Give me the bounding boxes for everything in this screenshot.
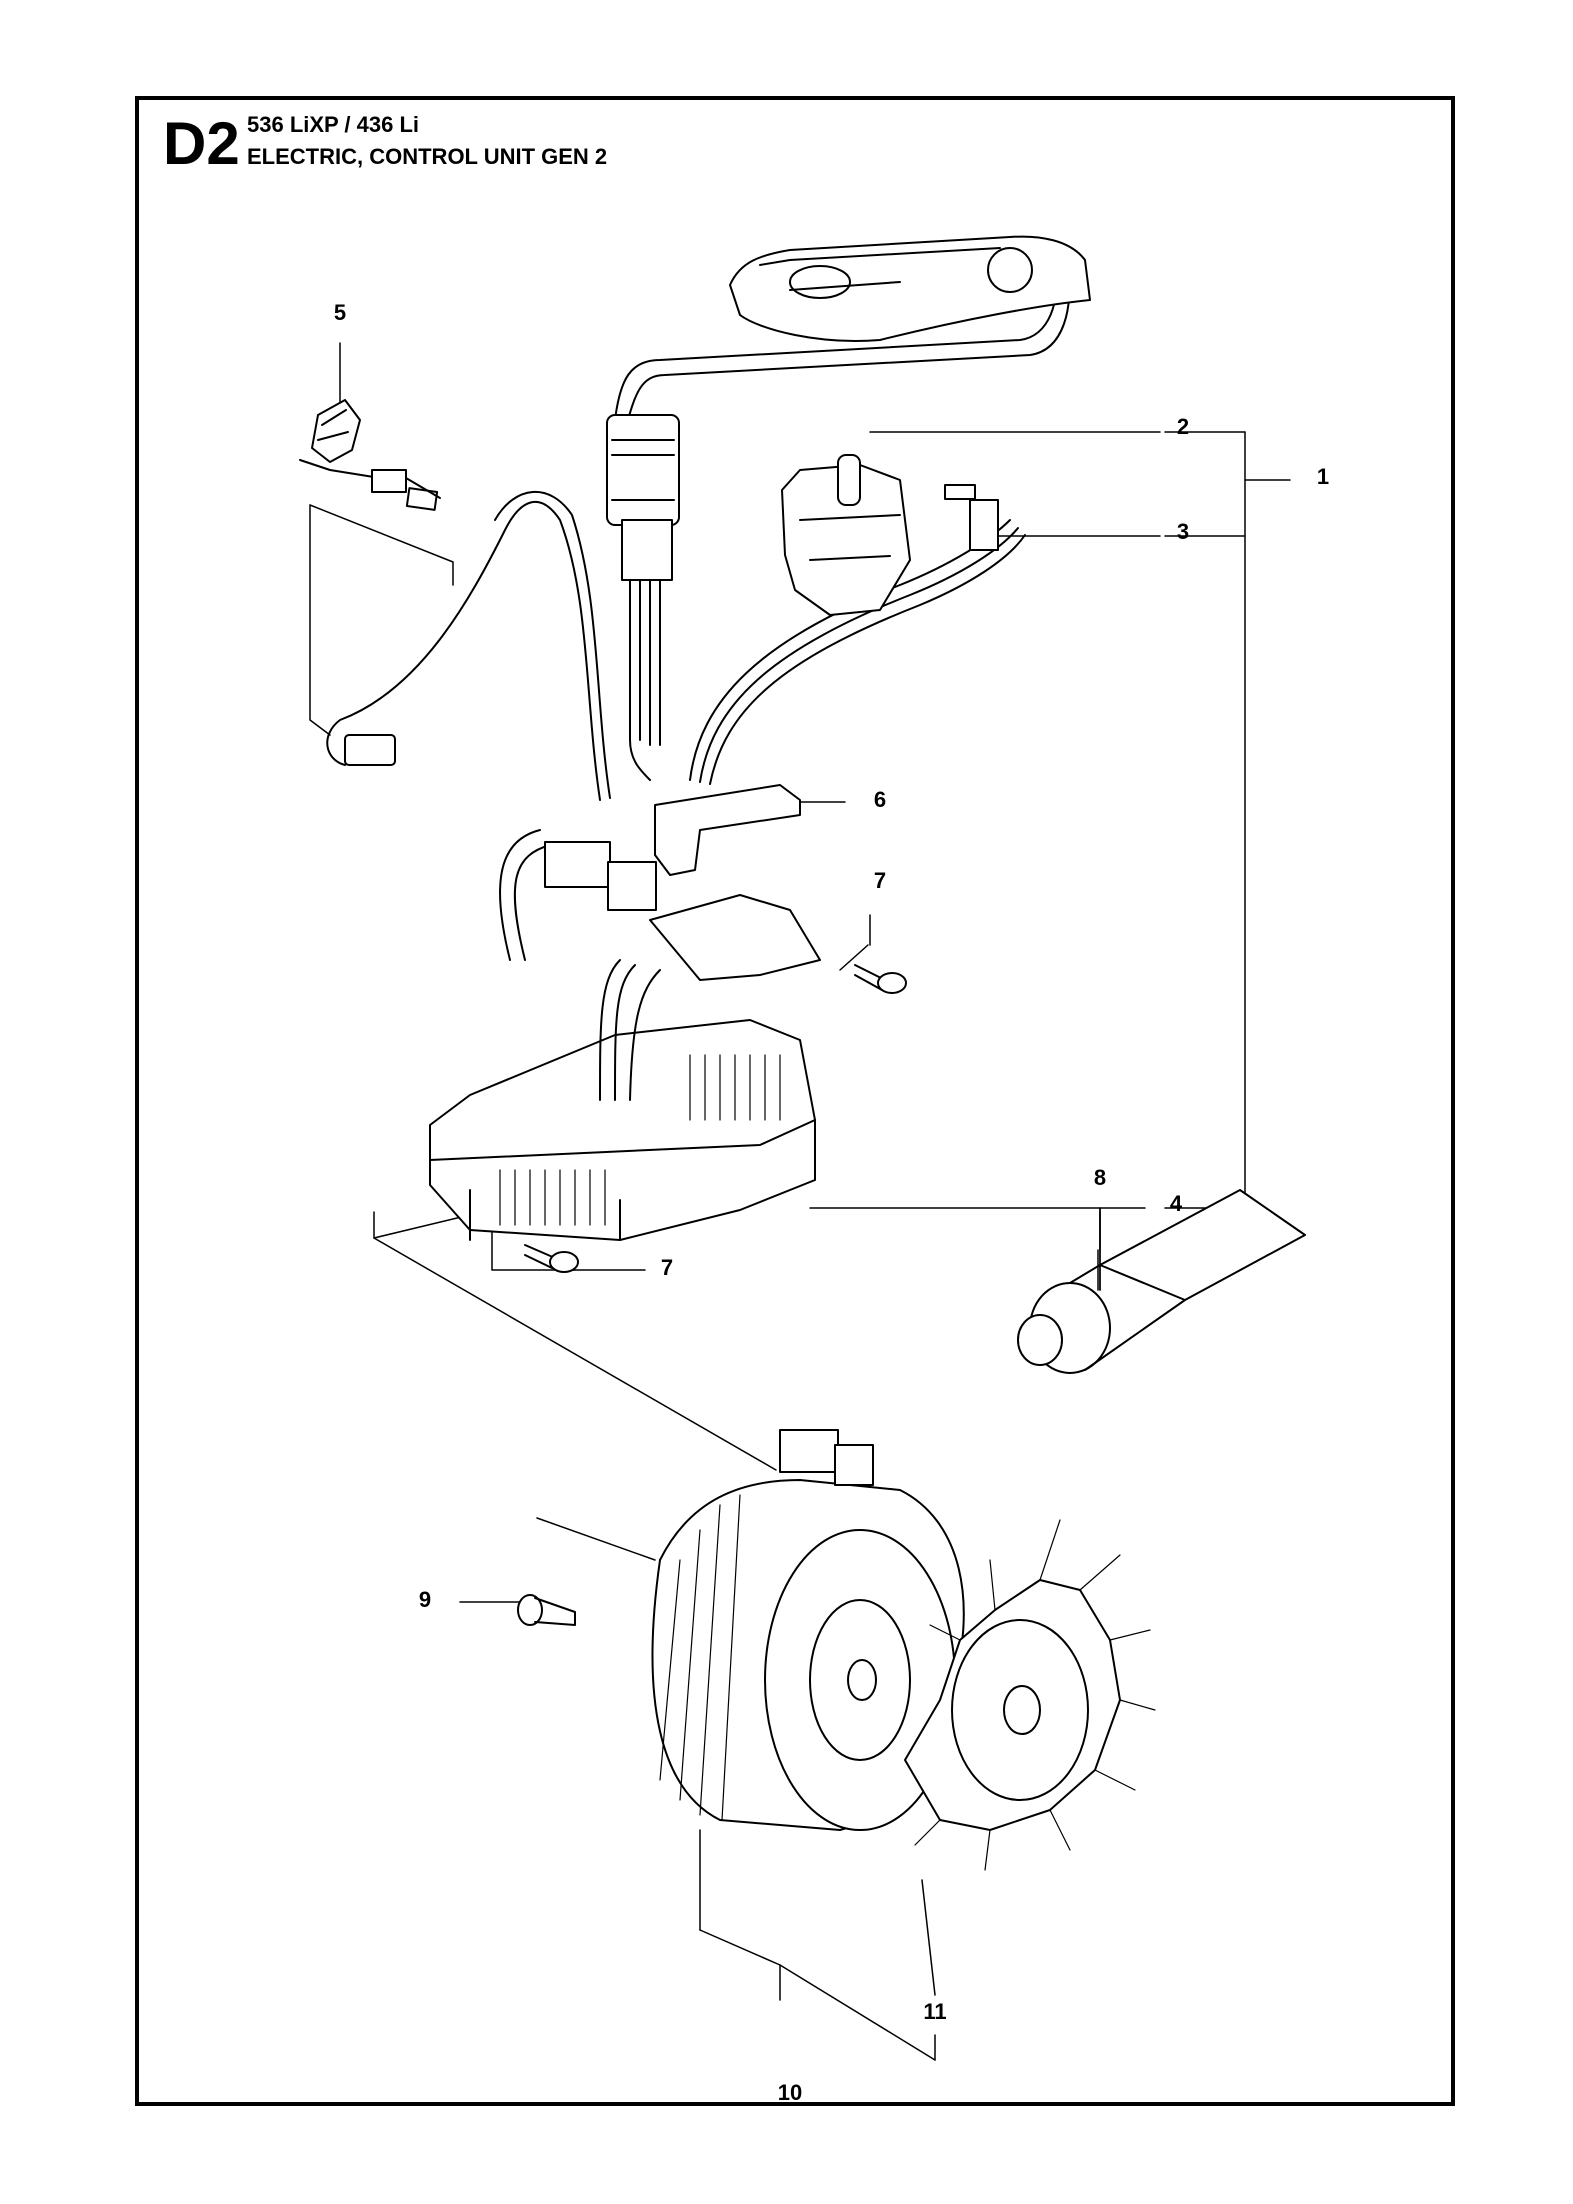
callout-8: 8 (1093, 1165, 1107, 1190)
callout-1: 1 (1316, 464, 1330, 489)
callout-2: 2 (1176, 414, 1190, 439)
part-5-connector (299, 399, 441, 511)
callout-9: 9 (418, 1587, 432, 1612)
part-7-screw-lower (524, 1244, 579, 1273)
part-7-screw-upper (854, 964, 907, 994)
callout-4: 4 (1169, 1191, 1183, 1216)
callout-11: 11 (923, 1999, 947, 2024)
section-code: D2 (163, 110, 240, 177)
part-4-control-unit (429, 829, 821, 1241)
callout-7-upper: 7 (873, 868, 887, 893)
drawing-frame (135, 96, 1455, 2106)
callout-6: 6 (873, 787, 887, 812)
part-6-connector-holder (654, 784, 801, 876)
callout-10: 10 (777, 2080, 803, 2105)
part-1-control-panel (729, 235, 1091, 342)
part-9-screw (517, 1594, 576, 1626)
part-2-trigger-switch (781, 454, 999, 616)
leader-lines (309, 342, 1291, 2061)
part-11-fan (904, 1519, 1156, 1871)
callout-3: 3 (1176, 519, 1190, 544)
part-8-grease-tube (1017, 1189, 1306, 1374)
part-1-harness (326, 269, 1071, 801)
model-title: 536 LiXP / 436 Li (247, 112, 420, 137)
callout-7-lower: 7 (660, 1255, 674, 1280)
callout-5: 5 (333, 300, 347, 325)
section-subtitle: ELECTRIC, CONTROL UNIT GEN 2 (247, 144, 608, 169)
